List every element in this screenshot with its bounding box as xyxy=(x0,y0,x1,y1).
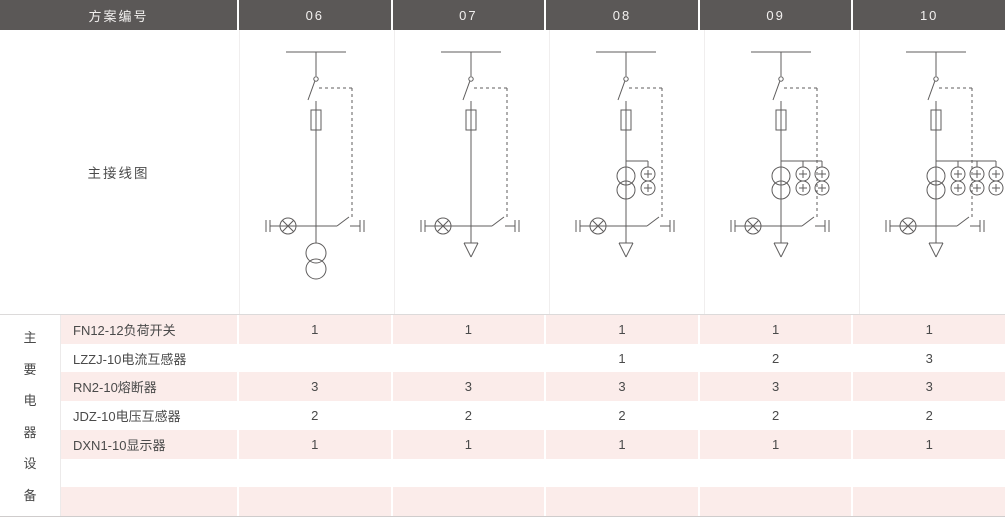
value-cell: 3 xyxy=(925,350,933,366)
equipment-name: RN2-10熔断器 xyxy=(61,372,237,402)
wiring-diagram-scheme-06 xyxy=(239,30,392,314)
table-row: RN2-10熔断器 3 3 3 3 3 xyxy=(61,372,1005,402)
value-cell xyxy=(853,487,1005,517)
value-cell: 2 xyxy=(311,408,319,424)
wiring-diagram-scheme-10 xyxy=(859,30,1005,314)
header-col-06: 06 xyxy=(239,0,391,30)
value-cell: 2 xyxy=(771,350,780,366)
wiring-diagram-scheme-09 xyxy=(704,30,857,314)
table-row: JDZ-10电压互感器 2 2 2 2 2 xyxy=(61,401,1005,430)
value-cell: 1 xyxy=(618,350,626,366)
value-cell: 3 xyxy=(699,372,852,402)
equipment-name xyxy=(61,487,237,517)
value-cell xyxy=(393,344,545,373)
category-char: 电 xyxy=(23,393,37,409)
value-cell: 1 xyxy=(546,315,698,344)
value-cell: 1 xyxy=(239,315,391,344)
table-header: 方案编号 06 07 08 09 10 xyxy=(0,0,1005,30)
equipment-name: FN12-12负荷开关 xyxy=(61,315,237,344)
value-cell: 1 xyxy=(392,315,545,344)
equipment-name: JDZ-10电压互感器 xyxy=(73,409,181,425)
value-cell: 3 xyxy=(239,372,391,402)
wiring-diagram-scheme-07 xyxy=(394,30,547,314)
value-cell xyxy=(546,459,698,488)
table-row: DXN1-10显示器 1 1 1 1 1 xyxy=(61,429,1005,459)
value-cell: 1 xyxy=(853,315,1005,344)
value-cell xyxy=(699,487,852,517)
value-cell: 1 xyxy=(239,429,391,459)
value-cell: 1 xyxy=(699,315,852,344)
table-row: FN12-12负荷开关 1 1 1 1 1 xyxy=(61,315,1005,344)
value-cell xyxy=(393,459,545,488)
header-col-09: 09 xyxy=(699,0,852,30)
value-cell xyxy=(239,459,391,488)
value-cell: 2 xyxy=(925,408,933,424)
value-cell xyxy=(392,487,545,517)
equipment-rows: FN12-12负荷开关 1 1 1 1 1 LZZJ-10电流互感器 1 2 3… xyxy=(61,315,1005,517)
value-cell: 2 xyxy=(618,408,626,424)
table-row: LZZJ-10电流互感器 1 2 3 xyxy=(61,343,1005,373)
diagram-row-label: 主接线图 xyxy=(87,166,150,181)
value-cell xyxy=(239,487,391,517)
value-cell: 3 xyxy=(392,372,545,402)
table-row-empty xyxy=(61,487,1005,517)
value-cell xyxy=(239,344,391,373)
value-cell: 3 xyxy=(853,372,1005,402)
category-char: 器 xyxy=(23,424,37,440)
category-char: 备 xyxy=(23,487,37,503)
value-cell: 3 xyxy=(546,372,698,402)
main-wiring-diagram-row: 主接线图 xyxy=(0,30,1005,314)
value-cell xyxy=(546,487,698,517)
equipment-category-vertical-label: 主 要 电 器 设 备 xyxy=(0,315,61,516)
wiring-diagram-scheme-08 xyxy=(549,30,702,314)
value-cell: 1 xyxy=(853,429,1005,459)
category-char: 主 xyxy=(23,330,37,345)
equipment-name xyxy=(61,459,237,488)
value-cell xyxy=(853,459,1005,488)
value-cell: 1 xyxy=(392,429,545,459)
equipment-name: DXN1-10显示器 xyxy=(61,429,237,459)
main-equipment-block: 主 要 电 器 设 备 FN12-12负荷开关 1 1 1 1 1 LZZJ-1… xyxy=(0,314,1005,517)
header-col-07: 07 xyxy=(392,0,545,30)
value-cell xyxy=(700,459,852,488)
value-cell: 2 xyxy=(771,408,780,424)
value-cell: 1 xyxy=(699,429,852,459)
header-col-08: 08 xyxy=(546,0,698,30)
category-char: 要 xyxy=(23,361,37,377)
value-cell: 1 xyxy=(546,429,698,459)
value-cell: 2 xyxy=(464,408,472,424)
table-row-empty xyxy=(61,458,1005,488)
header-col-10: 10 xyxy=(853,0,1005,30)
category-char: 设 xyxy=(23,456,37,472)
header-scheme-number-label: 方案编号 xyxy=(0,0,237,30)
equipment-name: LZZJ-10电流互感器 xyxy=(73,351,187,367)
